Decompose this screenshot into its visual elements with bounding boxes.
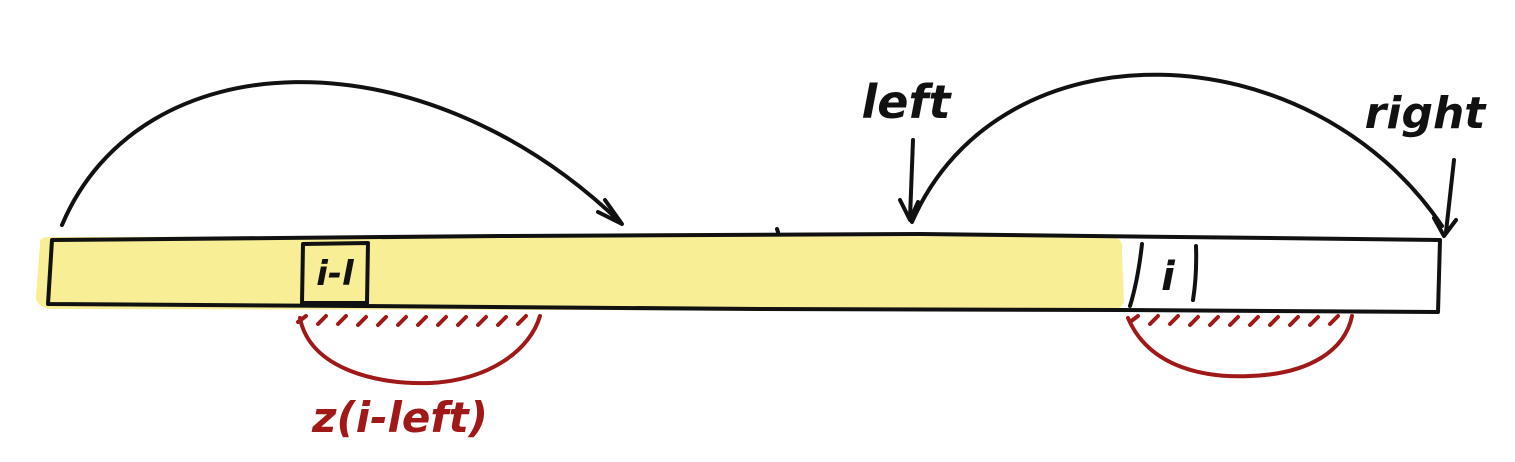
zbox-arc xyxy=(910,72,1444,228)
match-region-current xyxy=(1126,314,1354,379)
highlight-band xyxy=(35,236,1124,312)
cell-i-minus-l-label: i-l xyxy=(316,254,355,294)
hatch-current xyxy=(1128,314,1340,327)
match-region-prefix xyxy=(296,314,542,386)
cell-i: i xyxy=(1128,242,1199,308)
left-pointer: left xyxy=(862,75,953,222)
cell-i-left-line xyxy=(1128,242,1144,308)
left-pointer-label: left xyxy=(862,75,953,129)
cell-i-minus-l-box xyxy=(300,241,370,305)
cell-i-minus-l: i-l xyxy=(300,241,370,305)
right-pointer-arrowhead xyxy=(1432,216,1458,238)
right-pointer-arrow xyxy=(1444,158,1456,234)
z-value-label: z(i-left) xyxy=(311,393,488,442)
brace-prefix xyxy=(298,314,542,386)
cell-i-label: i xyxy=(1161,254,1176,300)
cell-i-right-line xyxy=(1191,244,1199,302)
array-outline xyxy=(46,232,1442,314)
hatch-prefix xyxy=(296,314,528,327)
right-pointer-label: right xyxy=(1365,88,1488,139)
left-pointer-arrowhead xyxy=(898,198,920,222)
left-pointer-arrow xyxy=(908,138,915,220)
brace-current xyxy=(1126,314,1354,379)
array-tick xyxy=(775,227,780,234)
prefix-arc-arrowhead xyxy=(596,198,624,226)
right-pointer: right xyxy=(1365,88,1488,238)
prefix-arc xyxy=(60,80,622,227)
